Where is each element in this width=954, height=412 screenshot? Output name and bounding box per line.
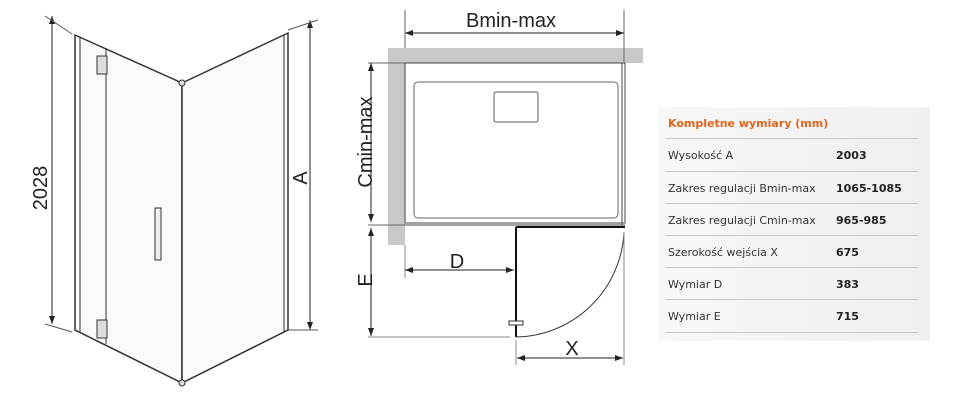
door-handle bbox=[154, 207, 162, 261]
row-label: Wymiar E bbox=[668, 310, 721, 323]
row-value: 383 bbox=[836, 278, 859, 291]
a-dimension-label: A bbox=[290, 171, 312, 185]
table-row: Zakres regulacji Cmin-max 965-985 bbox=[666, 203, 918, 236]
table-row: Zakres regulacji Bmin-max 1065-1085 bbox=[666, 171, 918, 204]
drain bbox=[493, 91, 539, 123]
door-glass-panel bbox=[74, 33, 183, 385]
shower-elevation-view bbox=[44, 15, 319, 387]
bottom-hinge bbox=[96, 319, 108, 339]
top-hinge bbox=[96, 55, 108, 75]
shower-tray bbox=[413, 81, 619, 219]
back-wall bbox=[388, 48, 643, 63]
row-label: Zakres regulacji Cmin-max bbox=[668, 214, 816, 227]
row-label: Zakres regulacji Bmin-max bbox=[668, 182, 816, 195]
table-row: Wymiar E 715 bbox=[666, 299, 918, 333]
height-dimension-label: 2028 bbox=[30, 166, 52, 211]
side-glass-panel bbox=[181, 31, 289, 385]
dimensions-table: Kompletne wymiary (mm) Wysokość A 2003 Za… bbox=[658, 107, 930, 341]
row-value: 675 bbox=[836, 246, 859, 259]
row-value: 715 bbox=[836, 310, 859, 323]
row-label: Wysokość A bbox=[668, 149, 734, 162]
shower-plan-view bbox=[368, 10, 643, 365]
row-label: Wymiar D bbox=[668, 278, 723, 291]
table-row: Wysokość A 2003 bbox=[666, 138, 918, 171]
b-dimension-label: Bmin-max bbox=[466, 10, 556, 32]
door-swing-arc bbox=[515, 231, 625, 338]
d-dimension-label: D bbox=[450, 251, 464, 273]
row-label: Szerokość wejścia X bbox=[668, 246, 778, 259]
side-wall bbox=[388, 48, 405, 245]
row-value: 2003 bbox=[836, 149, 867, 162]
table-row: Szerokość wejścia X 675 bbox=[666, 235, 918, 268]
table-row: Wymiar D 383 bbox=[666, 267, 918, 300]
e-dimension-label: E bbox=[355, 273, 377, 286]
row-value: 965-985 bbox=[836, 214, 887, 227]
x-dimension-label: X bbox=[565, 338, 578, 360]
row-value: 1065-1085 bbox=[836, 182, 902, 195]
table-title: Kompletne wymiary (mm) bbox=[668, 117, 829, 130]
c-dimension-label: Cmin-max bbox=[355, 96, 377, 187]
